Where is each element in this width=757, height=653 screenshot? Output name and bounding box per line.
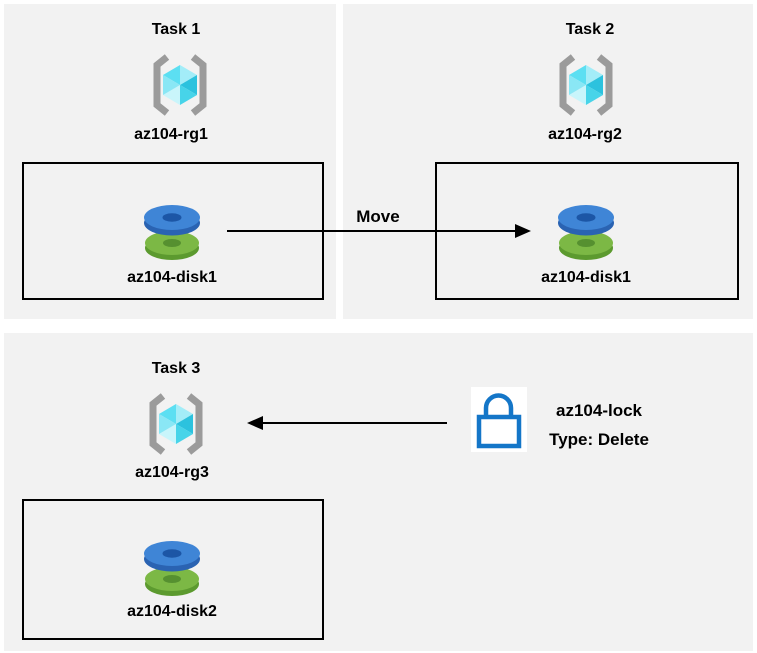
lock-icon <box>476 393 522 449</box>
managed-disk-icon <box>144 541 200 596</box>
task2-rg-label: az104-rg2 <box>548 126 622 143</box>
task2-title: Task 2 <box>565 21 615 38</box>
move-arrow-label: Move <box>356 207 400 226</box>
resource-group-icon <box>559 54 613 116</box>
task1-title: Task 1 <box>151 21 201 38</box>
task2-disk-label: az104-disk1 <box>541 269 631 286</box>
task3-title: Task 3 <box>151 360 201 377</box>
task1-disk-label: az104-disk1 <box>127 269 217 286</box>
lock-type: Type: Delete <box>549 430 649 449</box>
task3-rg-label: az104-rg3 <box>135 464 209 481</box>
task3-disk-label: az104-disk2 <box>127 603 217 620</box>
lock-label: az104-lock Type: Delete <box>519 396 679 454</box>
task2-panel <box>343 4 753 319</box>
task1-rg-label: az104-rg1 <box>134 126 208 143</box>
task3-panel <box>4 333 753 651</box>
resource-group-icon <box>153 54 207 116</box>
managed-disk-icon <box>144 205 200 260</box>
task1-panel <box>4 4 336 319</box>
managed-disk-icon <box>558 205 614 260</box>
resource-group-icon <box>149 393 203 455</box>
task3-disk-box <box>22 499 324 640</box>
lock-name: az104-lock <box>556 401 642 420</box>
